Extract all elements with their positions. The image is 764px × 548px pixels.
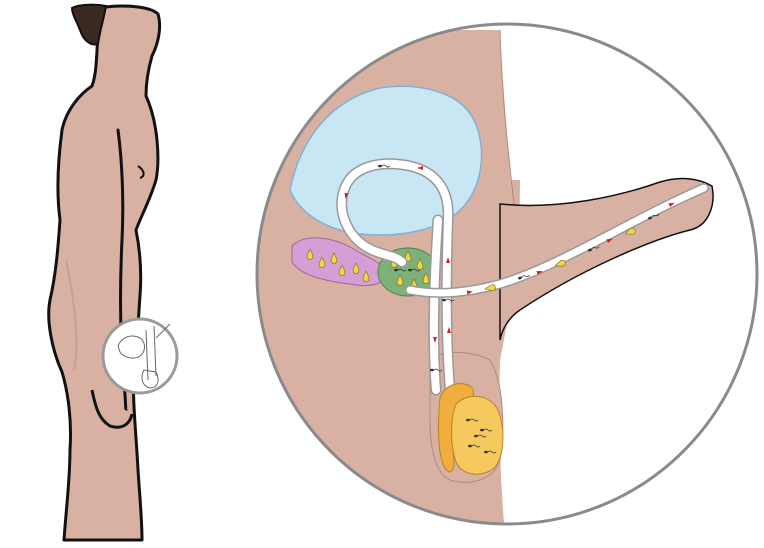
vas-deferens [336,158,456,396]
urethra [405,183,709,298]
magnified-view [255,22,759,526]
body-silhouette [47,4,162,542]
locator-circle [101,317,179,395]
hair [70,3,108,46]
